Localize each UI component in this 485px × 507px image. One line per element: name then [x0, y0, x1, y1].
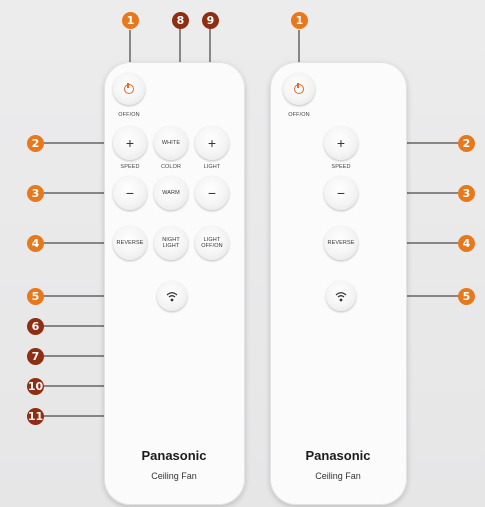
callout-1-left: 1 [122, 12, 139, 29]
minus-icon: − [207, 185, 217, 201]
callout-2-right: 2 [458, 135, 475, 152]
callout-4-left: 4 [27, 235, 44, 252]
plus-icon: + [125, 135, 135, 151]
speed-up-button[interactable]: + [324, 126, 358, 160]
callout-9: 9 [202, 12, 219, 29]
product-name: Ceiling Fan [151, 471, 197, 481]
wifi-icon [335, 291, 347, 301]
minus-icon: − [125, 185, 135, 201]
callout-4-right: 4 [458, 235, 475, 252]
brand-logo: Panasonic [305, 448, 371, 463]
remote-control-basic: OFF/ON + SPEED − REVERSE Panasonic Ceili… [270, 62, 407, 505]
wifi-button[interactable] [157, 281, 187, 311]
reverse-label: REVERSE [327, 239, 355, 246]
warm-color-button[interactable]: WARM [154, 176, 188, 210]
callout-5-left: 5 [27, 288, 44, 305]
callout-3-left: 3 [27, 185, 44, 202]
product-name: Ceiling Fan [315, 471, 361, 481]
speed-label: SPEED [331, 164, 351, 170]
callout-1-right: 1 [291, 12, 308, 29]
reverse-label: REVERSE [116, 239, 144, 246]
speed-down-button[interactable]: − [324, 176, 358, 210]
power-icon [294, 82, 304, 94]
wifi-icon [166, 291, 178, 301]
white-color-button[interactable]: WHITE [154, 126, 188, 160]
wifi-button[interactable] [326, 281, 356, 311]
power-icon [124, 82, 134, 94]
callout-5-right: 5 [458, 288, 475, 305]
speed-down-button[interactable]: − [113, 176, 147, 210]
callout-11: 11 [27, 408, 44, 425]
speed-up-button[interactable]: + [113, 126, 147, 160]
color-label: COLOR [160, 164, 182, 170]
callout-2-left: 2 [27, 135, 44, 152]
power-button[interactable] [283, 73, 315, 105]
light-up-button[interactable]: + [195, 126, 229, 160]
light-label: LIGHT [203, 164, 221, 170]
callout-3-right: 3 [458, 185, 475, 202]
power-label: OFF/ON [118, 112, 140, 118]
remote-control-full: OFF/ON + SPEED − WHITE COLOR WARM + LIGH… [104, 62, 245, 505]
reverse-button[interactable]: REVERSE [113, 226, 147, 260]
plus-icon: + [207, 135, 217, 151]
plus-icon: + [336, 135, 346, 151]
callout-7: 7 [27, 348, 44, 365]
minus-icon: − [336, 185, 346, 201]
callout-6: 6 [27, 318, 44, 335]
power-button[interactable] [113, 73, 145, 105]
power-label: OFF/ON [288, 112, 310, 118]
speed-label: SPEED [120, 164, 140, 170]
white-label: WHITE [161, 139, 181, 146]
brand-logo: Panasonic [141, 448, 207, 463]
reverse-button[interactable]: REVERSE [324, 226, 358, 260]
callout-8: 8 [172, 12, 189, 29]
warm-label: WARM [162, 189, 180, 196]
callout-10: 10 [27, 378, 44, 395]
light-down-button[interactable]: − [195, 176, 229, 210]
